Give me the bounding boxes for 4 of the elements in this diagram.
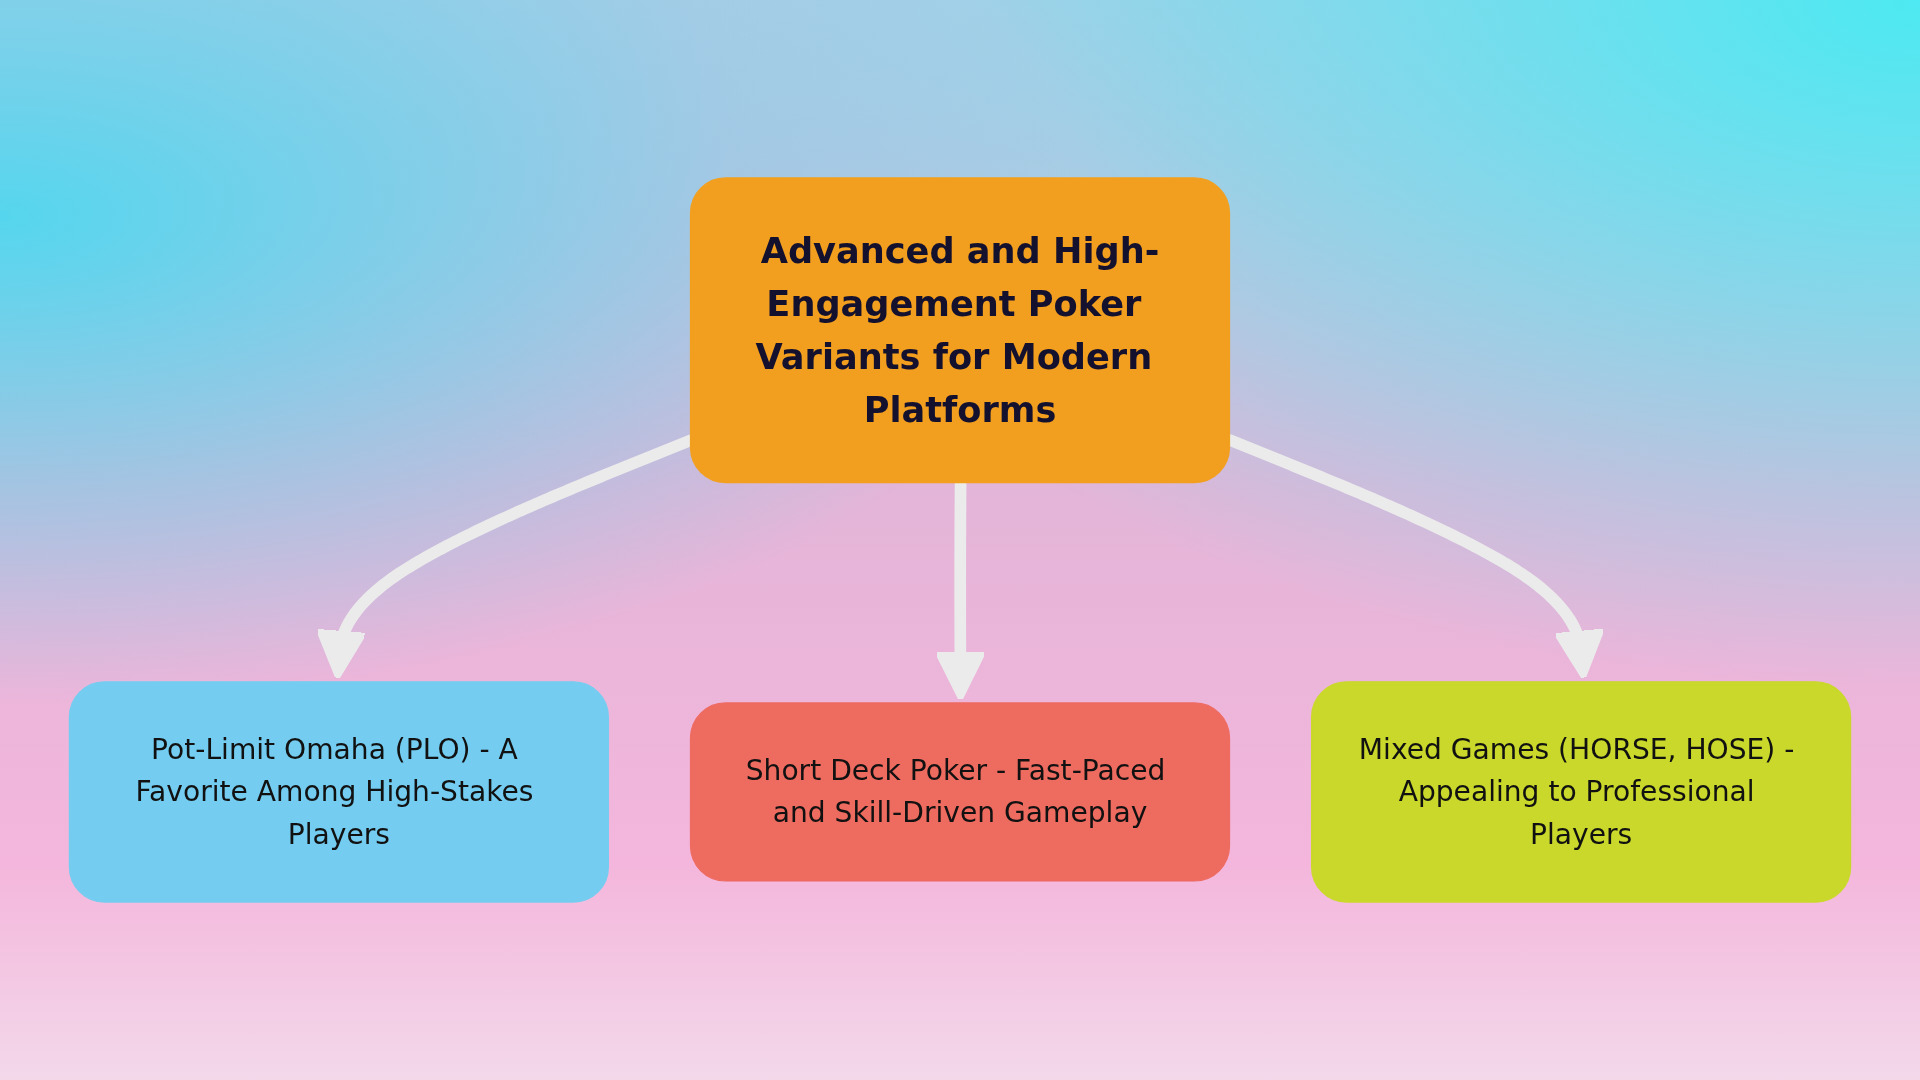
node-box: Pot-Limit Omaha (PLO) - A Favorite Among High-Stakes Players [68,681,610,903]
node-box: Short Deck Poker - Fast-Paced and Skill-Driven Gameplay [689,702,1231,882]
node-box: Mixed Games (HORSE, HOSE) - Appealing to Professional Players [1310,681,1852,903]
node-box: Advanced and High-Engagement Poker Variants for Modern Platforms [689,177,1231,484]
